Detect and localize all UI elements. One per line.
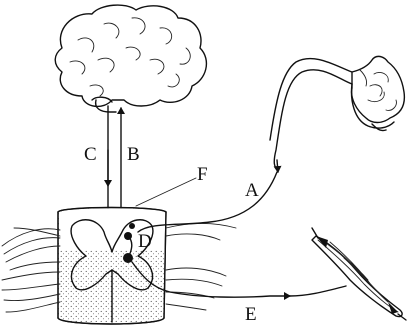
label-f: F <box>197 164 208 185</box>
f-pointer <box>136 178 196 206</box>
spinal-cord <box>58 208 166 325</box>
label-c: C <box>84 144 97 165</box>
brain <box>55 5 206 112</box>
label-b: B <box>127 144 140 165</box>
label-e: E <box>245 304 257 325</box>
hand <box>352 56 405 130</box>
label-a: A <box>245 180 259 201</box>
label-d: D <box>138 231 152 252</box>
left-nerve-bundles <box>2 228 60 312</box>
muscle <box>312 228 406 320</box>
afferent-nerve-a <box>138 59 352 233</box>
